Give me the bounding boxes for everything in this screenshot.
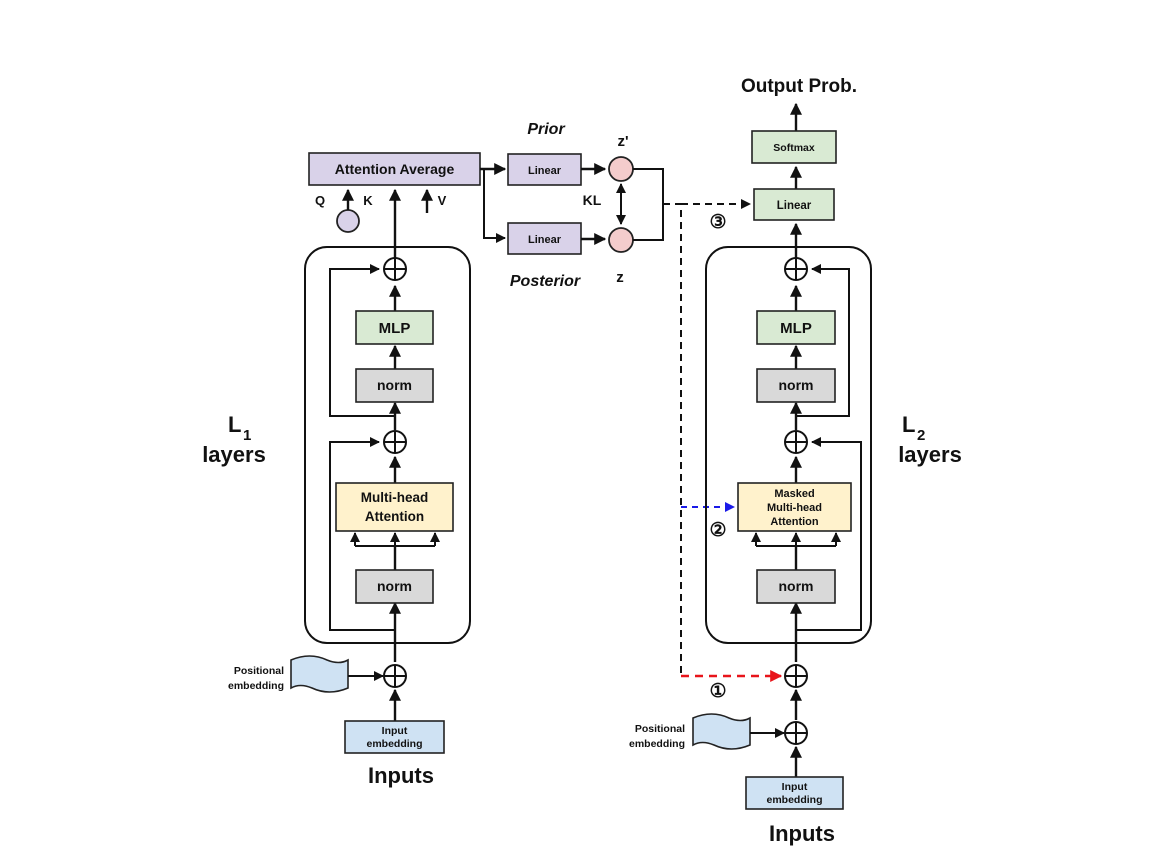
- decoder-layers-subscript: 2: [917, 427, 925, 444]
- encoder-add-node-top: [383, 257, 407, 281]
- output-prob-label: Output Prob.: [741, 76, 857, 97]
- decoder-norm-top-label: norm: [779, 377, 814, 393]
- encoder-attention-box: Multi-head Attention: [335, 482, 454, 532]
- encoder-layer-container: [304, 246, 471, 644]
- decoder: Output Prob. Softmax Linear: [629, 76, 962, 846]
- latent-module: Prior Posterior Linear Linear z' z KL ③ …: [480, 121, 783, 702]
- decoder-add-node-top: [784, 257, 808, 281]
- decoder-attention-line1: Masked: [774, 488, 814, 500]
- v-label: V: [438, 193, 447, 208]
- kl-label: KL: [583, 192, 602, 208]
- decoder-layers-symbol: L: [902, 412, 915, 437]
- decoder-input-embedding-line2: embedding: [766, 794, 822, 806]
- posterior-label: Posterior: [510, 273, 581, 290]
- decoder-norm-bottom-label: norm: [779, 578, 814, 594]
- encoder-attention-label-line1: Multi-head: [361, 490, 429, 505]
- encoder-norm-bottom-box: norm: [355, 569, 434, 604]
- encoder: MLP norm Multi-head Attention norm Input…: [202, 188, 471, 788]
- decoder-input-embedding-line1: Input: [782, 781, 808, 793]
- decoder-mlp-label: MLP: [780, 320, 812, 337]
- decoder-add-node-positional: [784, 721, 808, 745]
- attention-average-label: Attention Average: [335, 161, 455, 177]
- decoder-linear-box: Linear: [753, 188, 835, 221]
- z-prime-label: z': [617, 133, 628, 150]
- decoder-positional-label-line1: Positional: [635, 723, 685, 735]
- softmax-box: Softmax: [751, 130, 837, 164]
- k-label: K: [363, 193, 373, 208]
- q-label: Q: [315, 193, 325, 208]
- attention-average: Attention Average Q K V: [308, 152, 481, 233]
- encoder-attention-label-line2: Attention: [365, 509, 424, 524]
- decoder-positional-wave: [692, 713, 751, 750]
- posterior-linear-label: Linear: [528, 234, 562, 246]
- z-label: z: [616, 269, 624, 286]
- decoder-inputs-label: Inputs: [769, 821, 835, 846]
- marker-one: ①: [709, 681, 726, 702]
- encoder-input-embedding-line1: Input: [382, 725, 408, 737]
- decoder-input-embedding-box: Input embedding: [745, 776, 844, 810]
- prior-linear-label: Linear: [528, 165, 562, 177]
- marker-three: ③: [709, 212, 726, 233]
- query-node: [336, 209, 360, 233]
- attention-average-box: [308, 152, 481, 186]
- encoder-norm-top-label: norm: [377, 377, 412, 393]
- decoder-layers-word: layers: [898, 442, 962, 467]
- prior-linear-box: Linear: [507, 153, 582, 186]
- decoder-linear-label: Linear: [777, 200, 812, 212]
- encoder-layers-symbol: L: [228, 412, 241, 437]
- decoder-add-node-middle: [784, 430, 808, 454]
- decoder-norm-top-box: norm: [756, 368, 836, 403]
- decoder-mlp-box: MLP: [756, 310, 836, 345]
- encoder-input-embedding-line2: embedding: [366, 738, 422, 750]
- encoder-norm-bottom-label: norm: [377, 578, 412, 594]
- encoder-input-embedding-box: Input embedding: [344, 720, 445, 754]
- decoder-attention-line3: Attention: [770, 516, 819, 528]
- encoder-inputs-label: Inputs: [368, 763, 434, 788]
- encoder-add-node-positional: [383, 664, 407, 688]
- encoder-positional-wave: [290, 655, 349, 693]
- decoder-masked-attention-box: Masked Multi-head Attention: [737, 482, 852, 532]
- z-node: [608, 227, 634, 253]
- encoder-positional-label-line2: embedding: [228, 680, 284, 692]
- posterior-linear-box: Linear: [507, 222, 582, 255]
- encoder-positional-label-line1: Positional: [234, 665, 284, 677]
- encoder-layers-word: layers: [202, 442, 266, 467]
- decoder-add-node-latent: [784, 664, 808, 688]
- decoder-norm-bottom-box: norm: [756, 569, 836, 604]
- encoder-layers-subscript: 1: [243, 427, 251, 444]
- decoder-positional-label-line2: embedding: [629, 738, 685, 750]
- marker-two: ②: [709, 520, 726, 541]
- z-prime-node: [608, 156, 634, 182]
- encoder-add-node-middle: [383, 430, 407, 454]
- prior-label: Prior: [527, 121, 565, 138]
- encoder-mlp-box: MLP: [355, 310, 434, 345]
- softmax-label: Softmax: [773, 142, 815, 154]
- encoder-norm-top-box: norm: [355, 368, 434, 403]
- encoder-mlp-label: MLP: [379, 320, 411, 337]
- decoder-attention-line2: Multi-head: [767, 502, 822, 514]
- decoder-layer-container: [705, 246, 872, 644]
